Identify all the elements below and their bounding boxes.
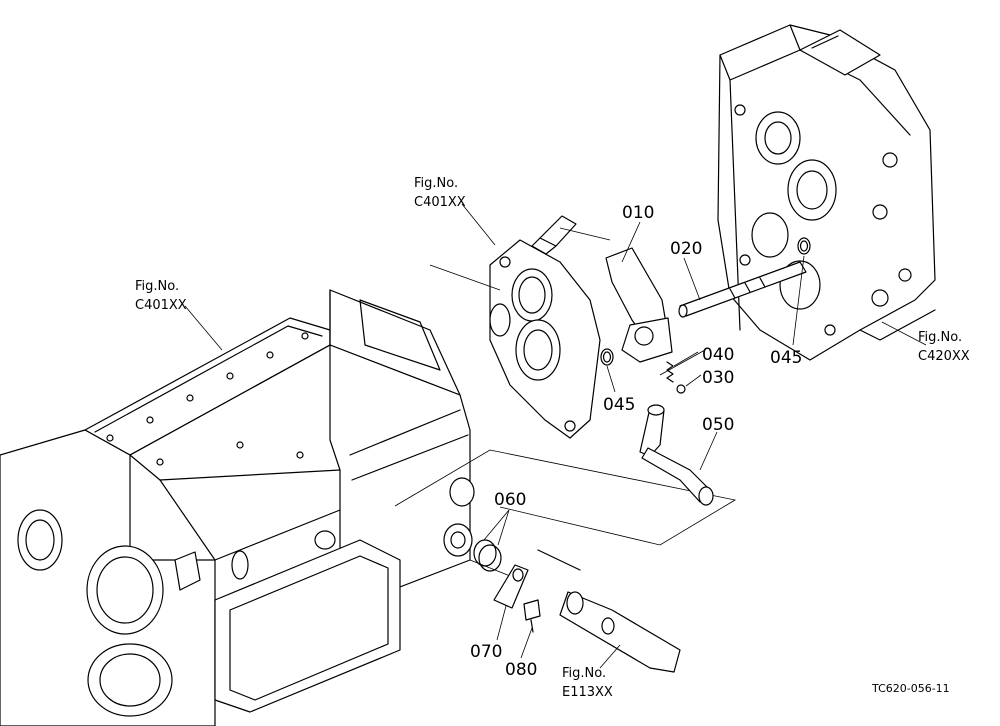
- leader-lines: [184, 203, 927, 669]
- cover-plate: [489, 215, 601, 439]
- fig-ref-c401-upper-line1: Fig.No.: [414, 176, 458, 191]
- label-part-045-left: 045: [603, 395, 635, 415]
- label-part-045-right: 045: [770, 348, 802, 368]
- label-part-020: 020: [670, 239, 702, 259]
- fig-ref-c401-left-line1: Fig.No.: [135, 279, 179, 294]
- label-part-050: 050: [702, 415, 734, 435]
- fig-ref-c401-upper-line2: C401XX: [414, 195, 466, 210]
- label-part-070: 070: [470, 642, 502, 662]
- part-020-shift-rod: [678, 261, 807, 318]
- transmission-housing-left: [0, 289, 475, 726]
- transmission-housing-right: [717, 24, 936, 361]
- part-080-bolt: [523, 599, 541, 633]
- part-045-o-ring-right: [797, 237, 811, 255]
- fig-ref-c420-line1: Fig.No.: [918, 330, 962, 345]
- label-part-010: 010: [622, 203, 654, 223]
- part-060-o-ring-b: [478, 544, 502, 572]
- part-045-o-ring-left: [600, 348, 614, 366]
- lower-shaft: [537, 549, 681, 673]
- drawing-code: TC620-056-11: [871, 682, 950, 695]
- label-part-030: 030: [702, 368, 734, 388]
- fig-ref-e113-line1: Fig.No.: [562, 666, 606, 681]
- part-070-plate: [493, 564, 529, 609]
- label-part-040: 040: [702, 345, 734, 365]
- part-030-ball: [676, 384, 686, 394]
- fig-ref-c401-left-line2: C401XX: [135, 298, 187, 313]
- label-part-080: 080: [505, 660, 537, 680]
- part-040-spring: [666, 361, 674, 383]
- fig-ref-c420-line2: C420XX: [918, 349, 970, 364]
- part-060-o-ring-a: [473, 539, 497, 567]
- fig-ref-e113-line2: E113XX: [562, 685, 613, 700]
- label-part-060: 060: [494, 490, 526, 510]
- part-050-shift-arm: [639, 404, 714, 506]
- part-010-shift-fork: [605, 247, 673, 363]
